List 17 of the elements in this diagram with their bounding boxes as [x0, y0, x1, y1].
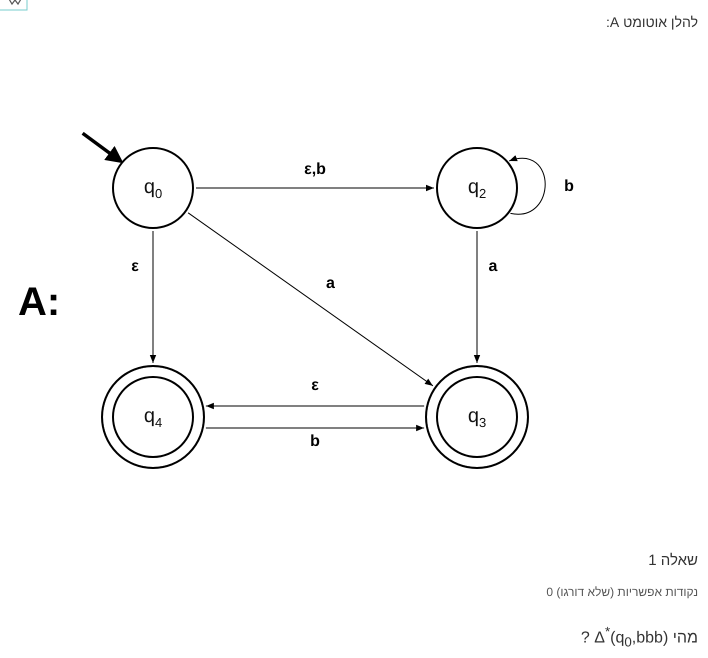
arrow: [474, 230, 480, 364]
arrow: [196, 184, 434, 192]
state-label: q$_{3}$: [468, 404, 486, 430]
state-label: q$_{4}$: [144, 404, 162, 430]
start-arrow: [82, 132, 124, 164]
arrow: [205, 402, 425, 410]
intro-text: להלן אוטומט A:: [606, 14, 698, 30]
edge-label: ε,b: [302, 161, 328, 179]
points-text: נקודות אפשריות (שלא דורגו) 0: [546, 585, 698, 599]
state-label: q$_{0}$: [144, 176, 162, 200]
state-label: q$_{2}$: [468, 176, 486, 200]
arrow: [188, 212, 434, 386]
automaton-name: A:: [18, 280, 60, 325]
arrow: [150, 230, 156, 364]
arrow: [205, 424, 425, 432]
loop-arrow: [508, 156, 546, 215]
question-heading: שאלה 1: [648, 552, 698, 569]
